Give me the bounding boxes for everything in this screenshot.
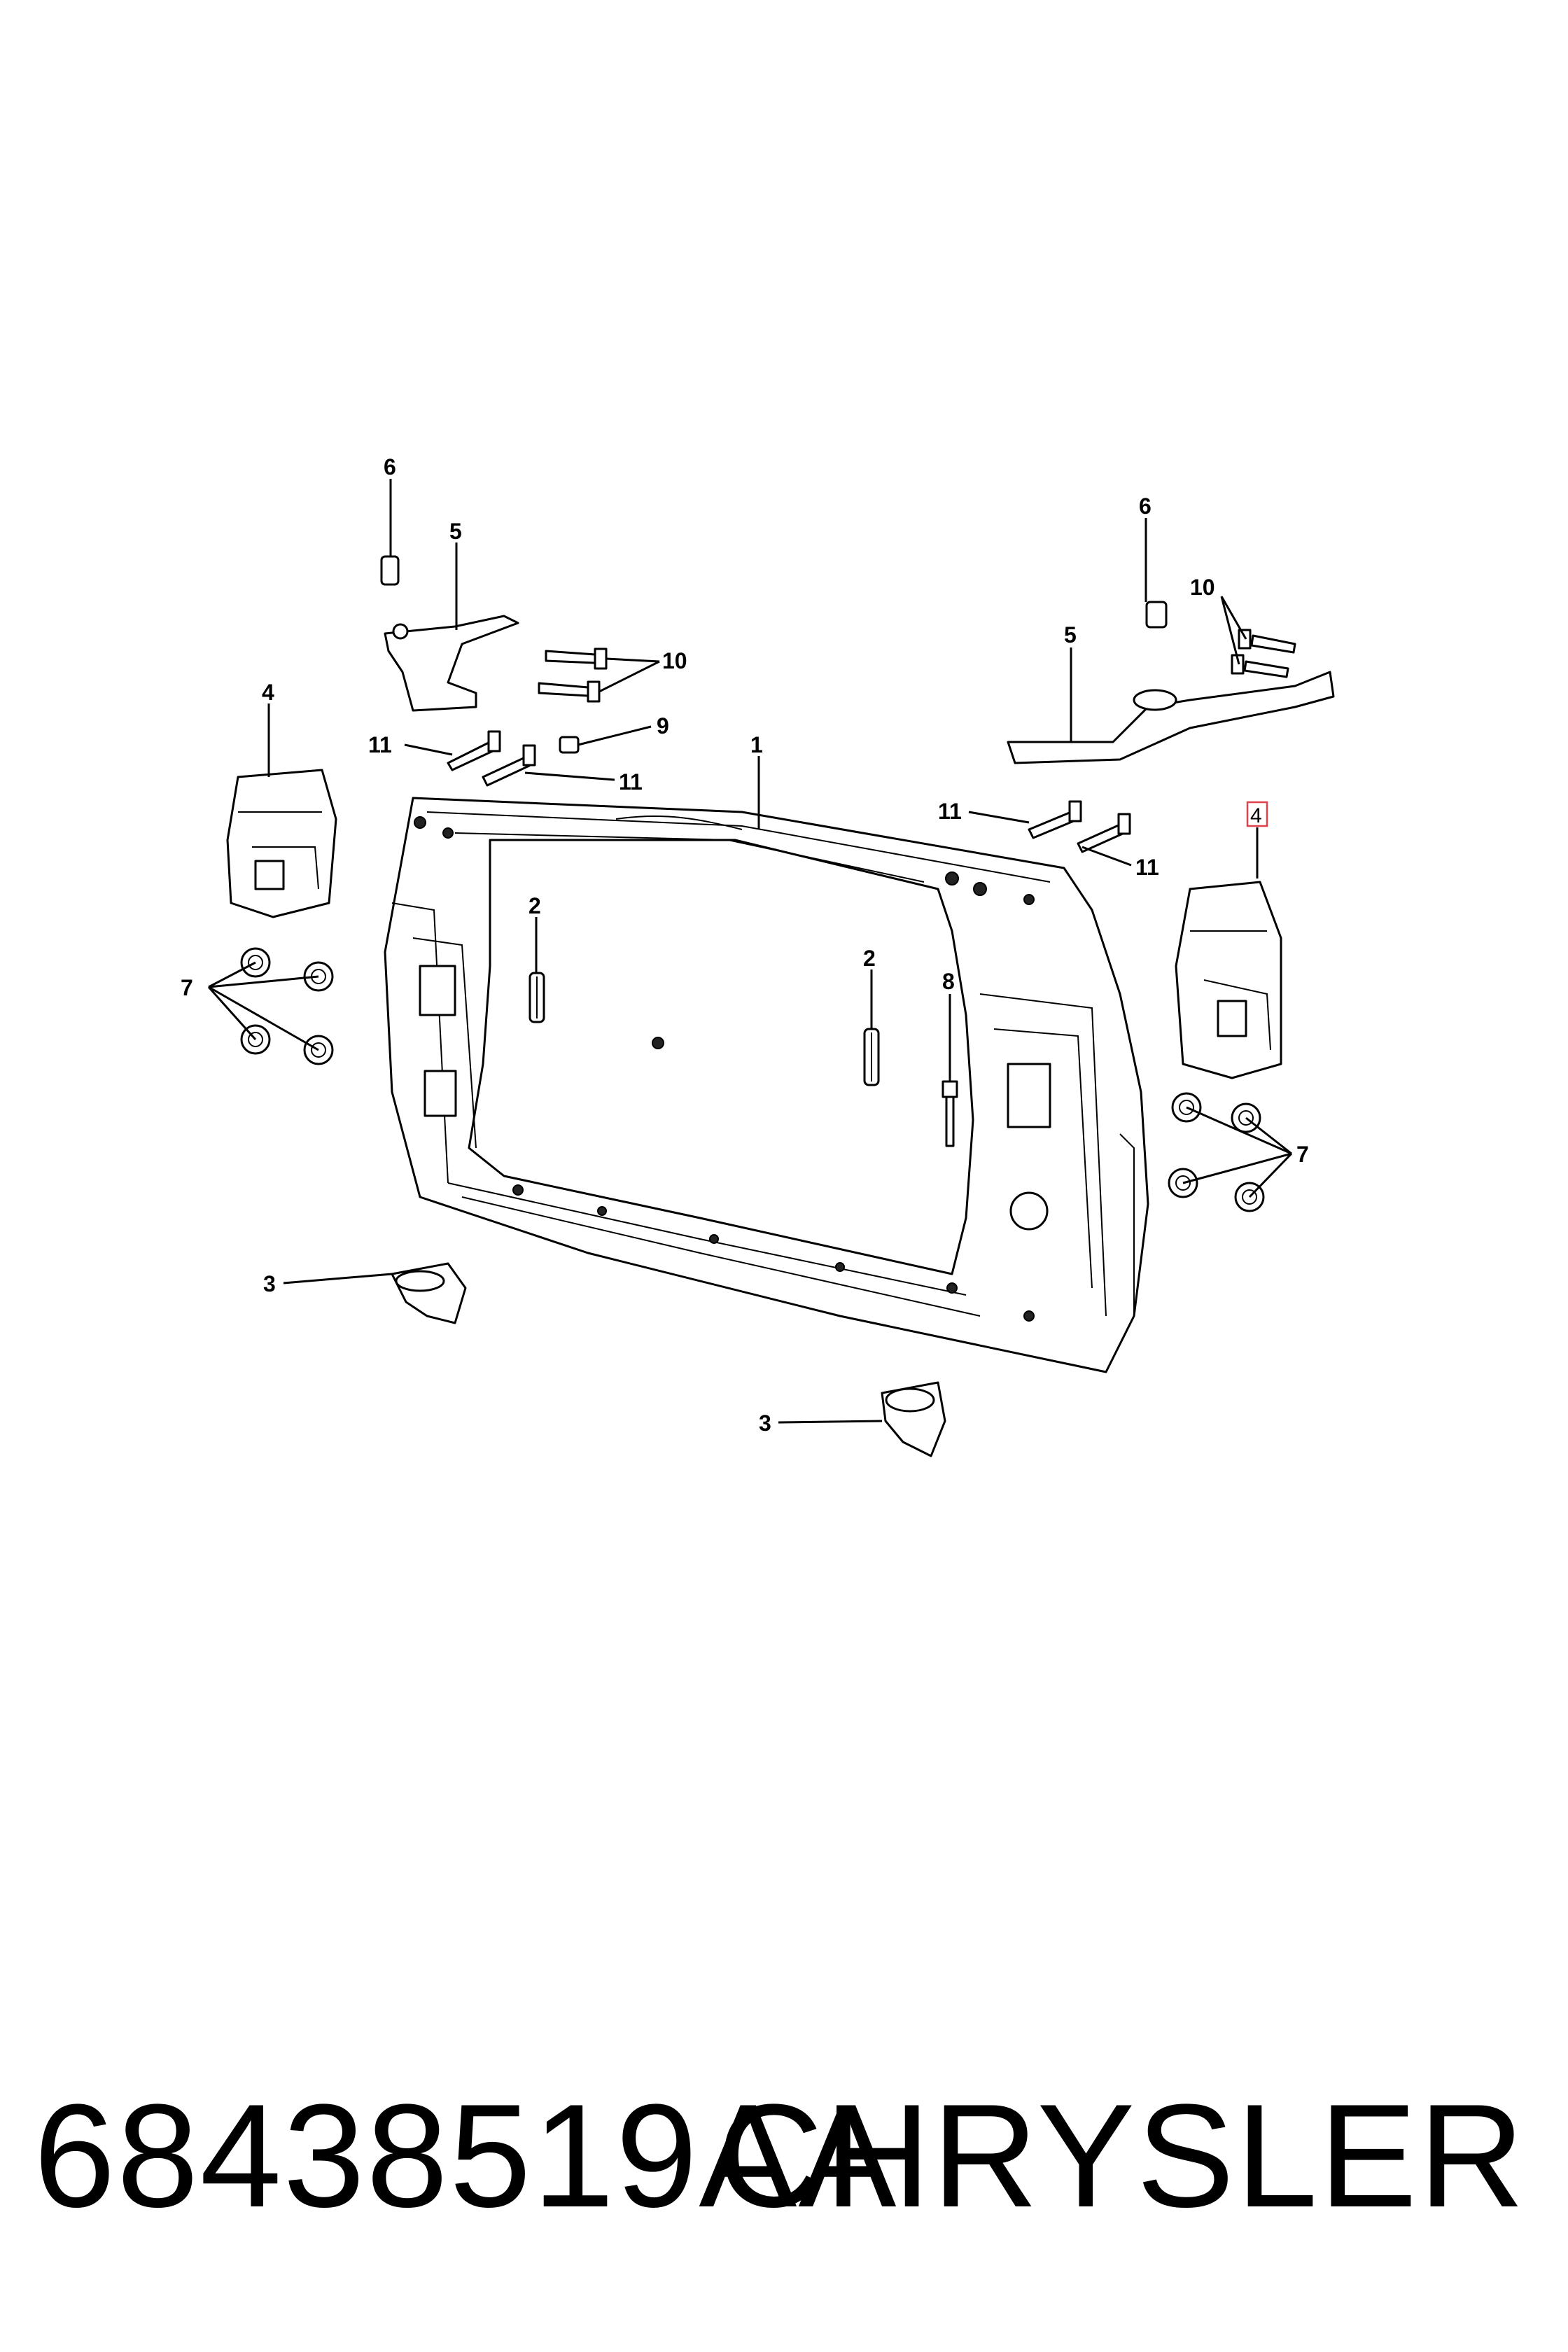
callout-7-right: 7 [1296, 1142, 1309, 1167]
highlighted-callout-box [1246, 801, 1268, 827]
callout-11-mid-left: 11 [619, 769, 643, 794]
callout-8: 8 [942, 969, 955, 994]
callout-9: 9 [657, 713, 669, 738]
callout-labels: 1 2 2 3 3 4 4 5 5 6 6 7 7 8 9 10 10 11 1… [181, 454, 1309, 1436]
side-bracket-right [1175, 881, 1282, 1079]
bolts-11-left [447, 730, 536, 787]
lower-mount-right [881, 1381, 946, 1457]
callout-5-left: 5 [449, 519, 462, 544]
flange-nuts-right [1168, 1092, 1265, 1212]
nut-9 [559, 736, 580, 754]
leader-lines [207, 479, 1293, 1424]
bolts-10-left [538, 648, 608, 703]
radiator-support-frame [384, 797, 1149, 1373]
brand-name: CHRYSLER [717, 2073, 1526, 2238]
callout-11-top-left: 11 [368, 732, 392, 757]
stud-right [1145, 601, 1168, 629]
callout-3-right: 3 [759, 1410, 771, 1436]
part-number: 68438519AA [34, 2073, 898, 2238]
lower-mount-left [391, 1262, 467, 1324]
callout-6-right: 6 [1139, 493, 1152, 519]
upper-bracket-right [1007, 671, 1335, 764]
callout-11-mid-right: 11 [1135, 855, 1159, 880]
callout-3-left: 3 [263, 1271, 276, 1296]
bolts-10-right [1231, 629, 1296, 678]
callout-2-left: 2 [528, 893, 541, 918]
callout-10-left: 10 [662, 648, 687, 673]
side-bracket-left [226, 769, 337, 918]
callout-10-right: 10 [1190, 575, 1215, 600]
bolt-8 [941, 1080, 958, 1147]
clip-left [528, 972, 545, 1023]
stud-left [380, 555, 400, 586]
bolts-11-right [1028, 800, 1131, 853]
callout-7-left: 7 [181, 975, 193, 1000]
upper-bracket-left [384, 615, 519, 712]
callout-2-right: 2 [863, 946, 876, 971]
callout-5-right: 5 [1064, 622, 1077, 648]
callout-1: 1 [750, 732, 763, 757]
callout-6-left: 6 [384, 454, 396, 479]
callout-4-right: 4 [1250, 804, 1262, 827]
callout-4-left: 4 [262, 680, 274, 705]
flange-nuts-left [240, 947, 334, 1065]
callout-11-top-right: 11 [938, 799, 962, 824]
clip-right [863, 1028, 880, 1086]
footer: 68438519AA CHRYSLER [0, 2051, 1568, 2261]
